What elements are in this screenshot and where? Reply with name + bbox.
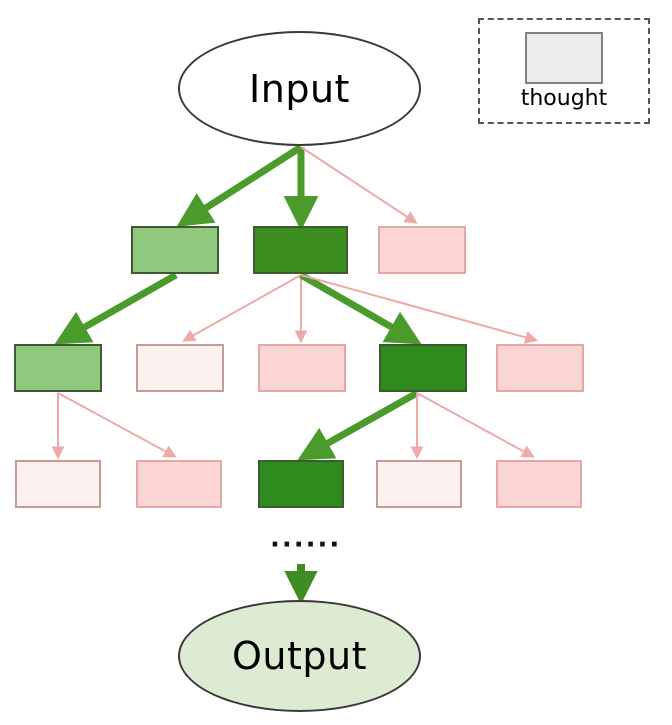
edge-n2-4-to-n3-3	[297, 389, 419, 461]
edge-n2-4-to-n3-5	[416, 392, 535, 458]
thought-node-n1-1[interactable]	[131, 226, 219, 274]
edge-n2-1-to-n3-2	[57, 392, 177, 458]
thought-node-n2-3[interactable]	[258, 344, 346, 392]
thought-node-n3-1[interactable]	[15, 460, 101, 508]
thought-node-n2-5[interactable]	[496, 344, 584, 392]
output-label: Output	[232, 634, 367, 678]
thought-node-n1-3[interactable]	[378, 226, 466, 274]
thought-node-n3-2[interactable]	[136, 460, 222, 508]
thought-node-n3-4[interactable]	[376, 460, 462, 508]
ellipsis-label: ······	[270, 530, 342, 560]
edge-n1-1-to-n2-1	[54, 271, 178, 345]
edge-input-to-n1-1	[176, 144, 303, 227]
legend: thought	[478, 18, 650, 124]
thought-node-n1-2[interactable]	[253, 226, 348, 274]
edge-input-to-n1-3	[300, 146, 418, 224]
thought-node-n2-4[interactable]	[379, 344, 467, 392]
thought-node-n2-2[interactable]	[136, 344, 224, 392]
input-label: Input	[249, 66, 350, 111]
edge-n1-2-to-n2-2	[182, 274, 302, 342]
edge-n1-2-to-n2-4	[299, 271, 422, 345]
edge-n1-2-to-n2-5	[300, 274, 539, 344]
output-node[interactable]: Output	[178, 600, 421, 712]
thought-node-n2-1[interactable]	[14, 344, 102, 392]
input-node[interactable]: Input	[178, 31, 421, 146]
legend-label: thought	[520, 86, 608, 111]
thought-node-n3-3[interactable]	[258, 460, 344, 508]
thought-node-n3-5[interactable]	[496, 460, 582, 508]
thought-swatch	[525, 32, 603, 84]
